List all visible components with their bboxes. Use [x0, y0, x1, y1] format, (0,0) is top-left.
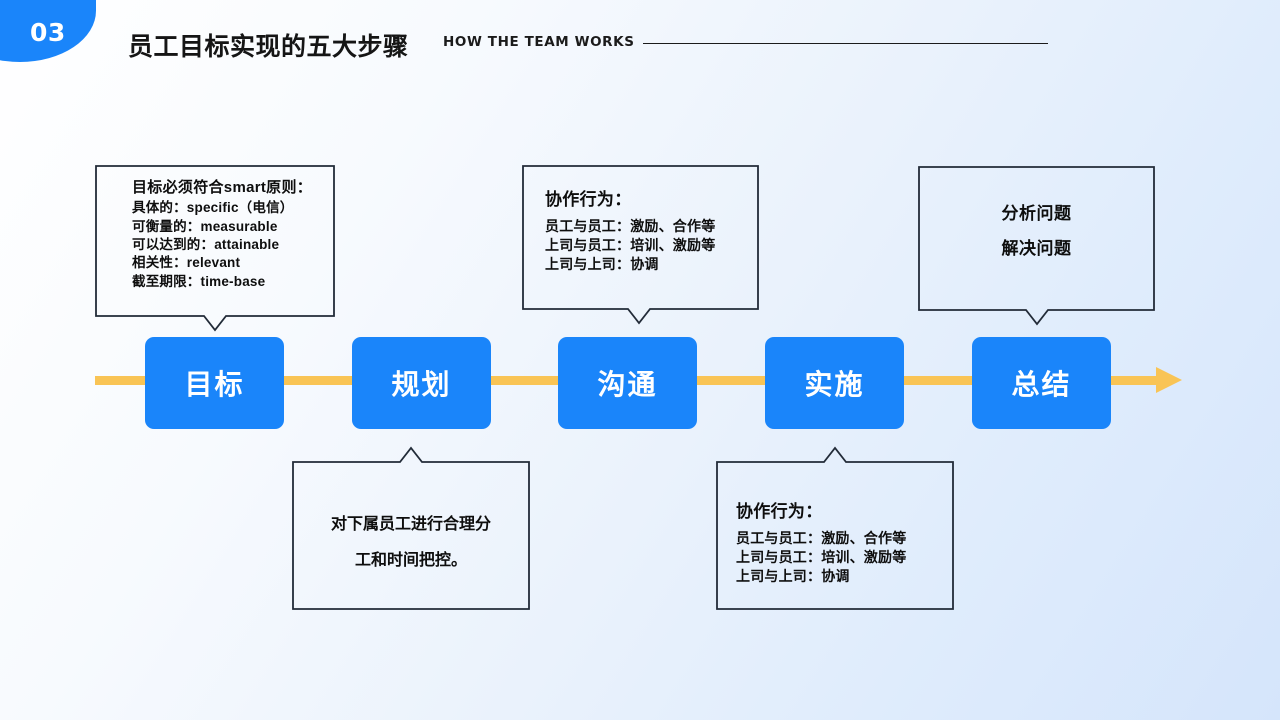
step-chip-execute[interactable]: 实施: [765, 337, 904, 429]
step-label: 总结: [1011, 369, 1072, 400]
callout-line: 上司与员工：培训、激励等: [736, 548, 907, 565]
callout-line: 对下属员工进行合理分: [330, 515, 491, 533]
callout-line: 解决问题: [1001, 238, 1072, 258]
step-chip-summary[interactable]: 总结: [972, 337, 1111, 429]
step-chip-plan[interactable]: 规划: [352, 337, 491, 429]
callout-line: 分析问题: [1001, 203, 1072, 223]
step-label: 规划: [391, 369, 452, 400]
callout-line: 具体的：specific（电信）: [132, 200, 294, 216]
callout-frame: [522, 165, 759, 310]
step-label: 目标: [184, 369, 245, 400]
section-number-badge: 03: [30, 18, 66, 47]
step-chip-communicate[interactable]: 沟通: [558, 337, 697, 429]
callout-body: 协作行为： 员工与员工：激励、合作等 上司与员工：培训、激励等 上司与上司：协调: [716, 461, 954, 610]
callout-plan: 对下属员工进行合理分 工和时间把控。: [292, 461, 530, 610]
step-label: 实施: [804, 369, 865, 400]
callout-line: 截至期限：time-base: [132, 273, 266, 289]
callout-line: 员工与员工：激励、合作等: [736, 529, 907, 546]
callout-body: 协作行为： 员工与员工：激励、合作等 上司与员工：培训、激励等 上司与上司：协调: [522, 165, 759, 310]
callout-title: 协作行为：: [545, 190, 632, 210]
callout-body: 分析问题 解决问题: [918, 166, 1155, 311]
page-subtitle: HOW THE TEAM WORKS: [443, 34, 635, 50]
callout-line: 上司与上司：协调: [545, 255, 659, 272]
callout-frame: [716, 461, 954, 610]
callout-line: 工和时间把控。: [354, 551, 467, 569]
callout-line: 相关性：relevant: [132, 255, 241, 271]
callout-communicate: 协作行为： 员工与员工：激励、合作等 上司与员工：培训、激励等 上司与上司：协调: [522, 165, 759, 310]
callout-summary: 分析问题 解决问题: [918, 166, 1155, 311]
callout-frame: [292, 461, 530, 610]
callout-title: 目标必须符合smart原则：: [132, 178, 313, 196]
callout-execute: 协作行为： 员工与员工：激励、合作等 上司与员工：培训、激励等 上司与上司：协调: [716, 461, 954, 610]
callout-frame: [95, 165, 335, 317]
page-title: 员工目标实现的五大步骤: [128, 33, 409, 61]
callout-body: 对下属员工进行合理分 工和时间把控。: [292, 461, 530, 610]
header-divider-rule: [643, 43, 1048, 44]
callout-goal: 目标必须符合smart原则： 具体的：specific（电信） 可衡量的：mea…: [95, 165, 335, 317]
callout-frame: [918, 166, 1155, 311]
callout-line: 员工与员工：激励、合作等: [545, 217, 716, 234]
callout-title: 协作行为：: [736, 502, 823, 522]
callout-line: 可以达到的：attainable: [132, 237, 280, 253]
step-chip-goal[interactable]: 目标: [145, 337, 284, 429]
callout-line: 上司与员工：培训、激励等: [545, 236, 716, 253]
step-label: 沟通: [597, 369, 658, 400]
arrow-right-icon: [1156, 367, 1182, 393]
callout-line: 上司与上司：协调: [736, 567, 850, 584]
callout-body: 目标必须符合smart原则： 具体的：specific（电信） 可衡量的：mea…: [95, 165, 335, 317]
callout-line: 可衡量的：measurable: [132, 218, 278, 234]
